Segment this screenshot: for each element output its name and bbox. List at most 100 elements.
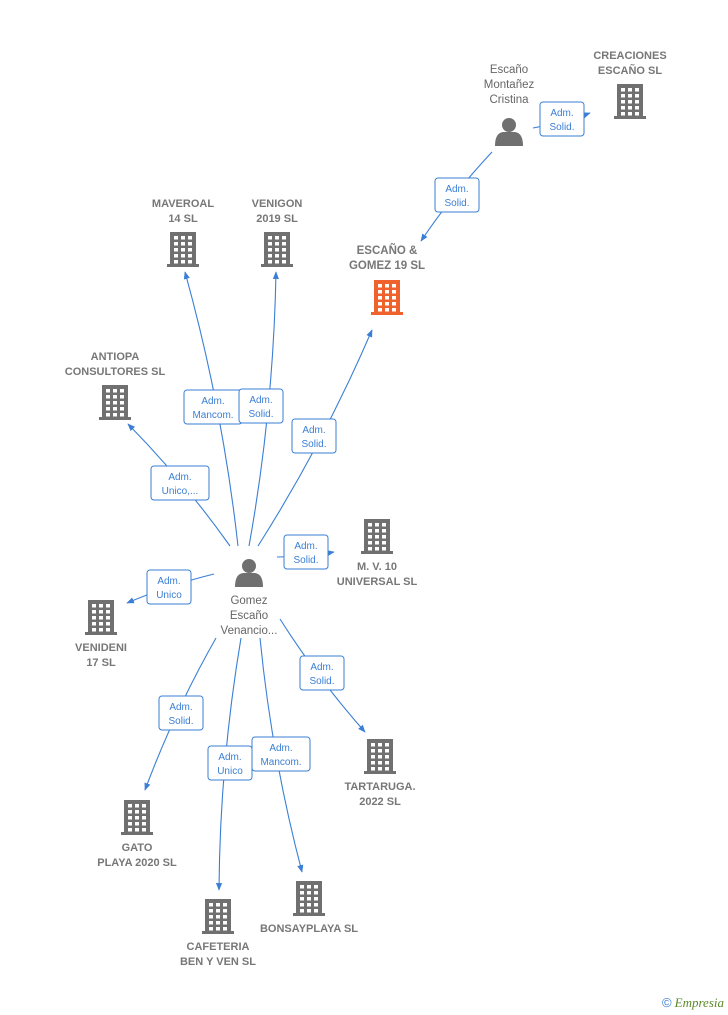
edge-center-to-gato: Adm. Solid. bbox=[144, 637, 217, 791]
node-escano_gomez[interactable]: ESCAÑO & GOMEZ 19 SL bbox=[349, 244, 425, 315]
edge-label[interactable]: Adm. Solid. bbox=[238, 388, 284, 424]
edge-label[interactable]: Adm. Mancom. bbox=[251, 736, 311, 772]
node-label: BEN Y VEN SL bbox=[180, 956, 256, 968]
edge-label[interactable]: Adm. Unico,... bbox=[150, 465, 210, 501]
building-icon[interactable] bbox=[371, 280, 403, 315]
edge-label-line: Mancom. bbox=[192, 410, 233, 421]
edge-label-line: Adm. bbox=[294, 541, 317, 552]
edge-label[interactable]: Adm. Solid. bbox=[283, 534, 329, 570]
node-label: 17 SL bbox=[86, 657, 116, 669]
edge-label-line: Solid. bbox=[444, 198, 469, 209]
node-antiopa[interactable]: ANTIOPA CONSULTORES SL bbox=[65, 351, 166, 420]
building-icon[interactable] bbox=[364, 739, 396, 774]
edge-label[interactable]: Adm. Unico bbox=[146, 569, 192, 605]
node-venideni[interactable]: VENIDENI 17 SL bbox=[75, 600, 127, 669]
edge-center-to-antiopa: Adm. Unico,... bbox=[127, 423, 231, 547]
node-label: 2022 SL bbox=[359, 796, 401, 808]
node-label: Escaño bbox=[230, 610, 268, 622]
edge-label-line: Solid. bbox=[301, 439, 326, 450]
node-label: M. V. 10 bbox=[357, 561, 397, 573]
edge-center-to-cafeteria: Adm. Unico bbox=[207, 637, 253, 891]
edge-label[interactable]: Adm. Mancom. bbox=[183, 389, 243, 425]
building-icon[interactable] bbox=[614, 84, 646, 119]
node-label: 2019 SL bbox=[256, 213, 298, 225]
node-creaciones[interactable]: CREACIONES ESCAÑO SL bbox=[593, 50, 667, 119]
edge-label[interactable]: Adm.Solid. bbox=[299, 655, 345, 691]
building-icon[interactable] bbox=[167, 232, 199, 267]
building-icon[interactable] bbox=[361, 519, 393, 554]
edge-label-line: Solid. bbox=[248, 409, 273, 420]
node-label: 14 SL bbox=[168, 213, 198, 225]
building-icon[interactable] bbox=[121, 800, 153, 835]
edge-label[interactable]: Adm. Solid. bbox=[158, 695, 204, 731]
person-icon[interactable] bbox=[235, 559, 263, 587]
edge-escano_person-to-escano_gomez: Adm. Solid. bbox=[420, 151, 493, 242]
edge-label-line: Adm. bbox=[302, 425, 325, 436]
edge-label-line: Adm. bbox=[310, 662, 333, 673]
edge-label-line: Adm. bbox=[201, 396, 224, 407]
node-label: Montañez bbox=[484, 79, 535, 91]
node-label: Gomez bbox=[230, 595, 267, 607]
node-label: BONSAYPLAYA SL bbox=[260, 923, 358, 935]
edge-center-to-bonsay: Adm. Mancom. bbox=[251, 637, 311, 873]
node-label: CONSULTORES SL bbox=[65, 366, 166, 378]
edge-label-line: Adm. bbox=[445, 184, 468, 195]
node-label: ANTIOPA bbox=[91, 351, 140, 363]
edge-label[interactable]: Adm. Solid. bbox=[539, 101, 585, 137]
edge-label-line: Mancom. bbox=[260, 757, 301, 768]
node-label: GATO bbox=[122, 842, 153, 854]
brand-watermark: ©Empresia bbox=[662, 995, 724, 1011]
edge-label-line: Adm. bbox=[218, 752, 241, 763]
edge-label-line: Solid. bbox=[293, 555, 318, 566]
edge-center-to-mv10: Adm. Solid. bbox=[276, 534, 335, 570]
node-venigon[interactable]: VENIGON 2019 SL bbox=[252, 198, 303, 267]
node-label: Venancio... bbox=[221, 625, 278, 637]
edge-label[interactable]: Adm. Solid. bbox=[434, 177, 480, 213]
edge-label-line: Adm. bbox=[169, 702, 192, 713]
copyright-icon: © bbox=[662, 995, 672, 1010]
edge-label[interactable]: Adm. Solid. bbox=[291, 418, 337, 454]
edge-label-line: Adm. bbox=[550, 108, 573, 119]
node-label: VENIDENI bbox=[75, 642, 127, 654]
edges-layer: Adm.Solid.Adm.Solid.Adm.Mancom.Adm.Solid… bbox=[126, 101, 591, 891]
node-label: PLAYA 2020 SL bbox=[97, 857, 177, 869]
edge-label-line: Unico,... bbox=[162, 486, 199, 497]
edge-label-line: Adm. bbox=[249, 395, 272, 406]
building-icon[interactable] bbox=[261, 232, 293, 267]
node-cafeteria[interactable]: CAFETERIA BEN Y VEN SL bbox=[180, 899, 256, 968]
edge-label-line: Adm. bbox=[168, 472, 191, 483]
edge-center-to-venideni: Adm. Unico bbox=[126, 569, 215, 605]
edge-center-to-maveroal: Adm. Mancom. bbox=[183, 271, 243, 547]
edge-label-line: Adm. bbox=[157, 576, 180, 587]
edge-label-line: Adm. bbox=[269, 743, 292, 754]
edge-label-line: Solid. bbox=[168, 716, 193, 727]
node-center[interactable]: GomezEscañoVenancio... bbox=[221, 559, 278, 637]
node-label: CAFETERIA bbox=[187, 941, 250, 953]
node-label: ESCAÑO SL bbox=[598, 64, 662, 77]
building-icon[interactable] bbox=[202, 899, 234, 934]
brand-name: Empresia bbox=[674, 995, 724, 1010]
building-icon[interactable] bbox=[293, 881, 325, 916]
edge-label-line: Unico bbox=[217, 766, 243, 777]
node-gato[interactable]: GATO PLAYA 2020 SL bbox=[97, 800, 177, 869]
node-label: VENIGON bbox=[252, 198, 303, 210]
node-label: GOMEZ 19 SL bbox=[349, 260, 425, 272]
edge-label-line: Solid. bbox=[549, 122, 574, 133]
building-icon[interactable] bbox=[85, 600, 117, 635]
node-label: CREACIONES bbox=[593, 50, 666, 62]
person-icon[interactable] bbox=[495, 118, 523, 146]
node-tartaruga[interactable]: TARTARUGA. 2022 SL bbox=[344, 739, 416, 808]
building-icon[interactable] bbox=[99, 385, 131, 420]
node-bonsay[interactable]: BONSAYPLAYA SL bbox=[260, 881, 358, 935]
node-label: TARTARUGA. bbox=[344, 781, 415, 793]
edge-label-line: Unico bbox=[156, 590, 182, 601]
edge-center-to-escano_gomez: Adm. Solid. bbox=[257, 329, 373, 547]
edge-center-to-venigon: Adm. Solid. bbox=[238, 271, 284, 547]
node-label: ESCAÑO & bbox=[357, 244, 418, 257]
edge-label[interactable]: Adm. Unico bbox=[207, 745, 253, 781]
